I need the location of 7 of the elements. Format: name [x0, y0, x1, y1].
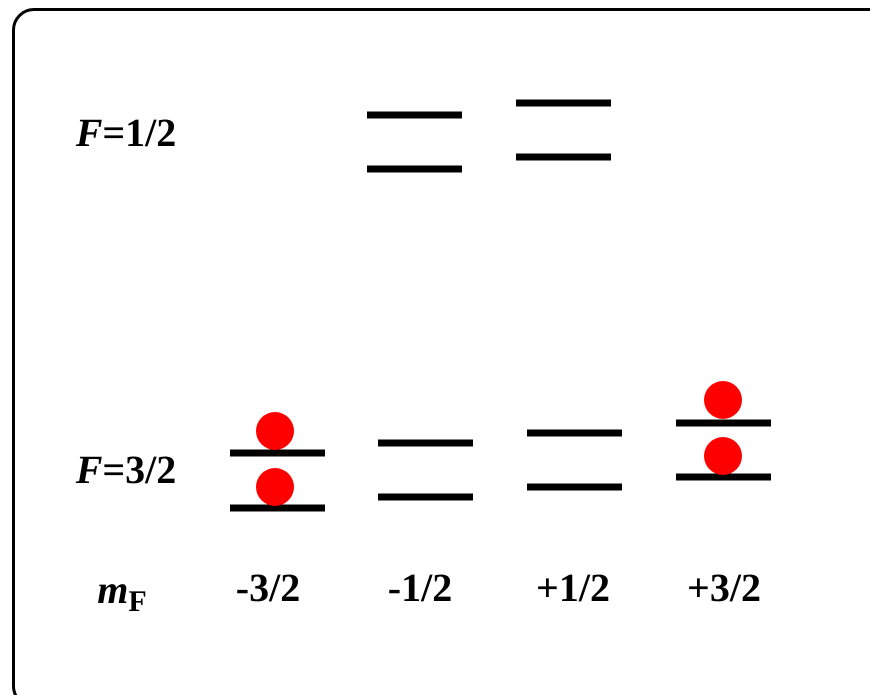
level-label: m$_{F}$ [97, 570, 147, 610]
level-label: -3/2 [236, 568, 300, 608]
level-label: -1/2 [388, 568, 452, 608]
level-label: +1/2 [536, 568, 610, 608]
level-label: F=1/2 [76, 113, 176, 153]
level-label: +3/2 [687, 568, 761, 608]
level-label: F=3/2 [76, 450, 176, 490]
